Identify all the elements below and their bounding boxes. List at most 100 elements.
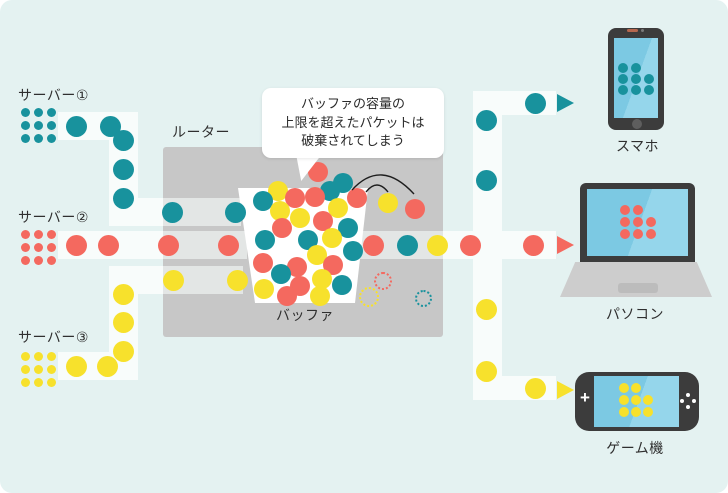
screen-dot [633,217,643,227]
smartphone-screen [614,38,658,118]
screen-dot [631,63,641,73]
buffer-dot [255,230,275,250]
arrow-right-icon [557,94,574,112]
server-grid-dot [47,121,56,130]
screen-dot [644,85,654,95]
screen-dot [619,383,629,393]
server-grid-dot [21,365,30,374]
screen-dot [631,395,641,405]
console-button-dot [685,404,691,410]
smartphone-speaker [627,29,638,32]
screen-dot [618,85,628,95]
buffer-dot [272,218,292,238]
buffer-dot [313,211,333,231]
screen-dot [646,229,656,239]
laptop: パソコン [555,180,715,326]
screen-dot [633,229,643,239]
router-label: ルーター [172,124,230,140]
server-grid-dot [47,378,56,387]
console-dpad-icon: + [580,388,590,407]
screen-dot [620,217,630,227]
buffer-dot [338,218,358,238]
packet-dot [65,234,87,256]
packet-dot [65,115,87,137]
smartphone: スマホ [600,24,675,156]
packet-dot [161,201,183,223]
screen-dot [633,205,643,215]
server-grid-dot [21,121,30,130]
server-grid-dot [34,365,43,374]
packet-dot [475,169,497,191]
server1-label: サーバー① [18,87,89,103]
server-grid-dot [34,378,43,387]
screen-dot [644,74,654,84]
speech-bubble: バッファの容量の 上限を超えたパケットは 破棄されてしまう [262,88,444,158]
screen-dot [620,205,630,215]
packet-dot [97,234,119,256]
packet-dot [226,269,248,291]
buffer-dot [322,228,342,248]
smartphone-label: スマホ [615,138,660,154]
discarded-dot [359,287,379,307]
packet-dot [362,234,384,256]
screen-dot [646,217,656,227]
discarded-dot [374,272,392,290]
spilled-dot [308,162,328,182]
arrow-right-icon [557,381,574,399]
server-grid-dot [47,108,56,117]
server-grid-dot [21,230,30,239]
console-screen [594,376,679,427]
server-grid-dot [21,352,30,361]
packet-dot [157,234,179,256]
packet-dot [112,158,134,180]
packet-dot [396,234,418,256]
laptop-touchpad [618,283,658,293]
screen-dot [619,407,629,417]
server-grid-dot [47,243,56,252]
packet-dot [524,92,546,114]
packet-dot [217,234,239,256]
console-button-dot [685,392,691,398]
server-grid-dot [34,230,43,239]
packet-dot [96,355,118,377]
smartphone-camera-icon [641,29,644,32]
buffer-dot [270,201,290,221]
console-button-dot [679,398,685,404]
buffer-label: バッファ [276,307,334,323]
server2-label: サーバー② [18,209,89,225]
buffer-dot [287,257,307,277]
buffer-dot [290,208,310,228]
buffer-dot [253,191,273,211]
screen-dot [619,395,629,405]
server-grid-dot [47,365,56,374]
buffer-dot [253,253,273,273]
server-grid-dot [34,121,43,130]
buffer-dot [328,198,348,218]
screen-dot [631,74,641,84]
packet-dot [112,283,134,305]
screen-dot [631,407,641,417]
packet-dot [112,340,134,362]
console-buttons-icon [555,360,715,460]
smartphone-home-button [632,119,642,129]
screen-dot [643,407,653,417]
screen-dot [643,395,653,405]
bubble-line-1: バッファの容量の [300,96,405,112]
laptop-screen [587,189,688,256]
packet-dot [475,298,497,320]
buffer-dot [285,188,305,208]
screen-dot [631,383,641,393]
console-button-dot [691,398,697,404]
buffer-dot [343,241,363,261]
server-grid-dot [34,352,43,361]
packet-dot [112,129,134,151]
server-grid-dot [21,256,30,265]
packet-dot [522,234,544,256]
packet-dot [99,115,121,137]
buffer-dot [271,264,291,284]
server-grid-dot [34,243,43,252]
buffer-dot [305,187,325,207]
packet-dot [475,360,497,382]
spilled-dot [378,193,398,213]
buffer-dot [332,275,352,295]
